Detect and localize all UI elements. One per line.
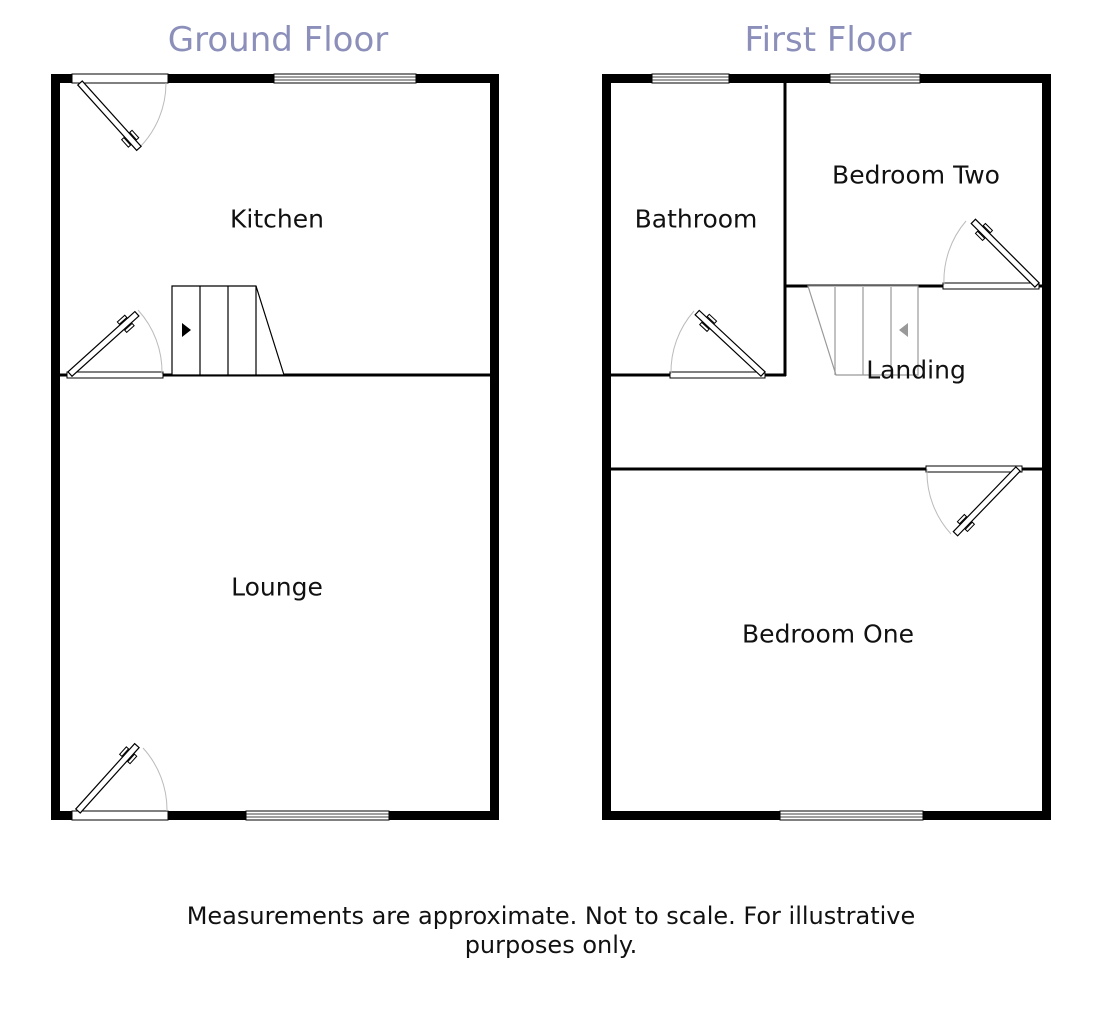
- window-bedroom-two-icon: [829, 73, 921, 84]
- door-lounge-front-icon: [74, 742, 168, 814]
- first-floor-title: First Floor: [744, 20, 912, 60]
- window-bedroom-one-icon: [779, 810, 924, 821]
- disclaimer-line-2: purposes only.: [464, 931, 638, 959]
- room-label-lounge: Lounge: [231, 572, 323, 602]
- room-label-kitchen: Kitchen: [230, 204, 324, 234]
- ground-floor-title: Ground Floor: [167, 20, 389, 60]
- room-label-bathroom: Bathroom: [634, 204, 758, 234]
- stair-up-arrow-icon: [182, 323, 191, 337]
- disclaimer: Measurements are approximate. Not to sca…: [0, 902, 1102, 960]
- window-lounge-icon: [245, 810, 390, 821]
- door-bathroom-icon: [669, 309, 766, 379]
- ground-floor-outer-wall: [51, 74, 499, 820]
- door-bedroom-one-icon: [925, 465, 1023, 537]
- room-label-bedroom-one: Bedroom One: [742, 619, 914, 649]
- door-bedroom-two-icon: [942, 218, 1040, 290]
- room-label-landing: Landing: [866, 355, 966, 385]
- first-floor-plan: [602, 73, 1051, 821]
- ground-floor-plan: [51, 73, 499, 821]
- stair-down-arrow-icon: [899, 323, 908, 337]
- stairs-first-floor-icon: [807, 285, 919, 376]
- disclaimer-line-1: Measurements are approximate. Not to sca…: [186, 902, 916, 930]
- door-kitchen-rear-icon: [76, 80, 167, 152]
- door-kitchen-lounge-icon: [66, 309, 164, 379]
- window-kitchen-icon: [273, 73, 417, 84]
- window-bathroom-icon: [651, 73, 730, 84]
- room-label-bedroom-two: Bedroom Two: [832, 160, 1000, 190]
- stairs-ground-icon: [171, 285, 285, 376]
